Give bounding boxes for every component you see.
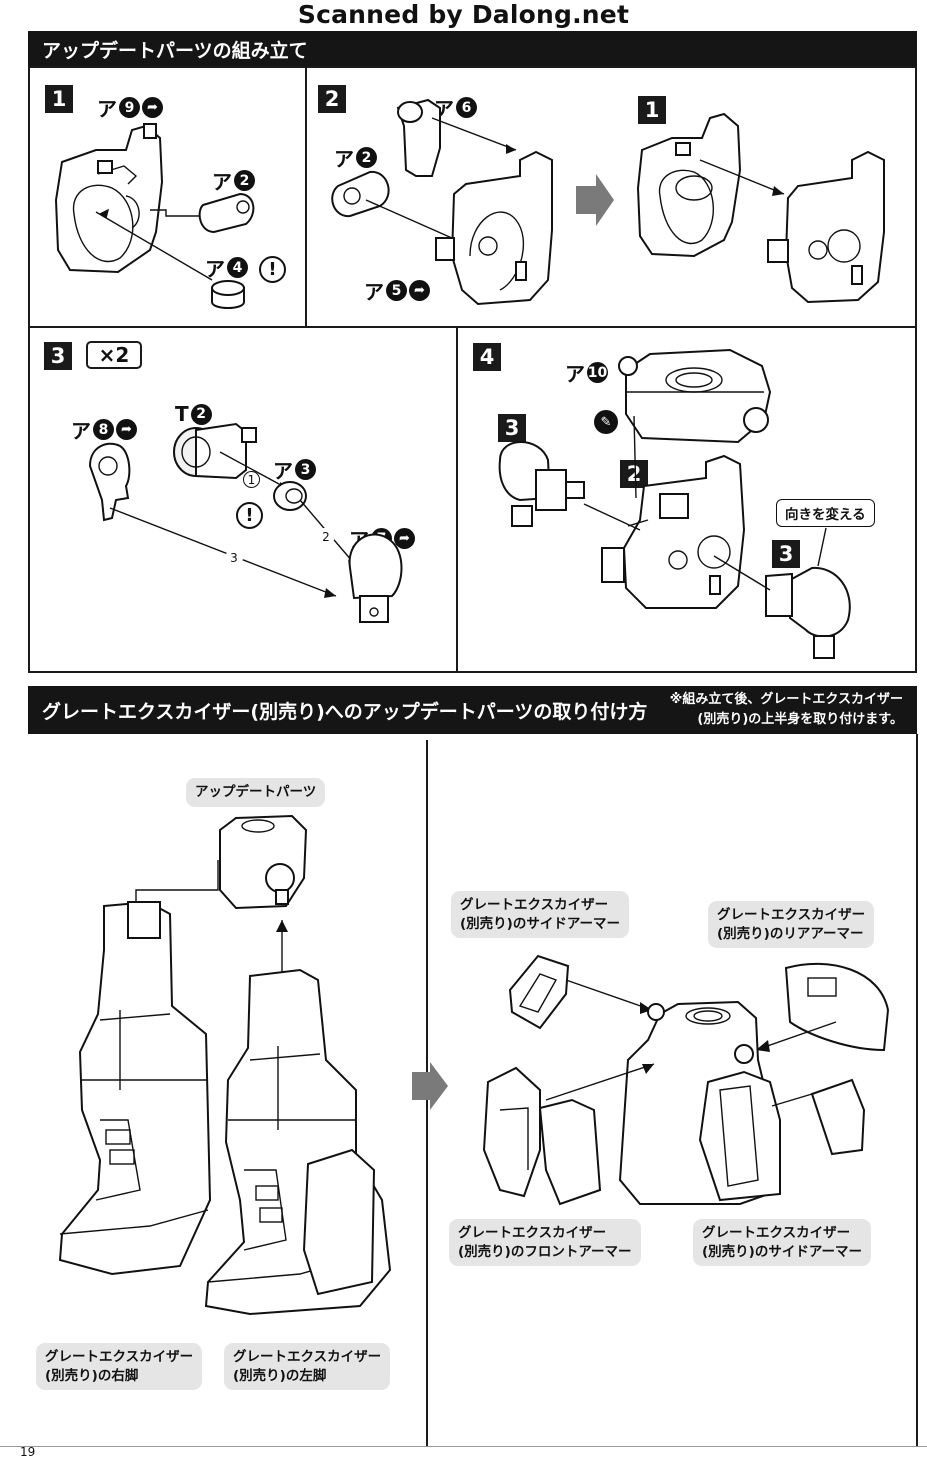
step-1-badge: 1: [45, 85, 73, 113]
divider: [305, 66, 307, 328]
multiplier-badge: ×2: [86, 341, 142, 369]
glue-cement-icon: ➦: [394, 528, 415, 549]
left-leg-label: グレートエクスカイザー(別売り)の左脚: [224, 1343, 391, 1391]
divider: [28, 326, 917, 328]
ref-step-2-badge: 2: [620, 460, 648, 488]
step-4-badge: 4: [473, 343, 501, 371]
exclamation-warning-icon: !: [259, 256, 286, 283]
marking-tool-icon: ✎: [594, 410, 618, 434]
side-armor-bottom-label: グレートエクスカイザー(別売り)のサイドアーマー: [693, 1219, 872, 1267]
glue-cement-icon: ➦: [409, 280, 430, 301]
order-marker-1: 1: [243, 471, 260, 488]
divider: [456, 326, 458, 673]
footer-rule: [0, 1446, 927, 1447]
ref-step-1-badge: 1: [638, 96, 666, 124]
installation-note: ※組み立て後、グレートエクスカイザー (別売り)の上半身を取り付けます。: [669, 691, 903, 727]
section-header-installation: グレートエクスカイザー(別売り)へのアップデートパーツの取り付け方 ※組み立て後…: [28, 686, 917, 734]
turn-direction-callout: 向きを変える: [776, 499, 875, 527]
rear-armor-label: グレートエクスカイザー(別売り)のリアアーマー: [708, 901, 875, 949]
right-leg-label: グレートエクスカイザー(別売り)の右脚: [36, 1343, 203, 1391]
front-armor-label: グレートエクスカイザー(別売り)のフロントアーマー: [449, 1219, 641, 1267]
ref-step-3-badge: 3: [498, 414, 526, 442]
ref-step-3-badge: 3: [772, 540, 800, 568]
section-title: アップデートパーツの組み立て: [42, 39, 308, 62]
page-number: 19: [20, 1445, 36, 1459]
order-marker-3: 3: [224, 549, 244, 566]
side-armor-top-label: グレートエクスカイザー(別売り)のサイドアーマー: [451, 891, 630, 939]
exclamation-warning-icon: !: [236, 502, 263, 529]
glue-cement-icon: ➦: [116, 419, 137, 440]
section-header-assembly: アップデートパーツの組み立て: [28, 31, 917, 67]
update-parts-label: アップデートパーツ: [186, 778, 326, 807]
watermark-text: Scanned by Dalong.net: [297, 0, 630, 29]
assembly-frame: [28, 66, 917, 673]
step-2-badge: 2: [318, 85, 346, 113]
section-title: グレートエクスカイザー(別売り)へのアップデートパーツの取り付け方: [42, 700, 648, 723]
order-marker-2: 2: [316, 528, 336, 545]
step-3-badge: 3: [44, 342, 72, 370]
glue-cement-icon: ➦: [142, 97, 163, 118]
divider: [916, 734, 918, 1446]
